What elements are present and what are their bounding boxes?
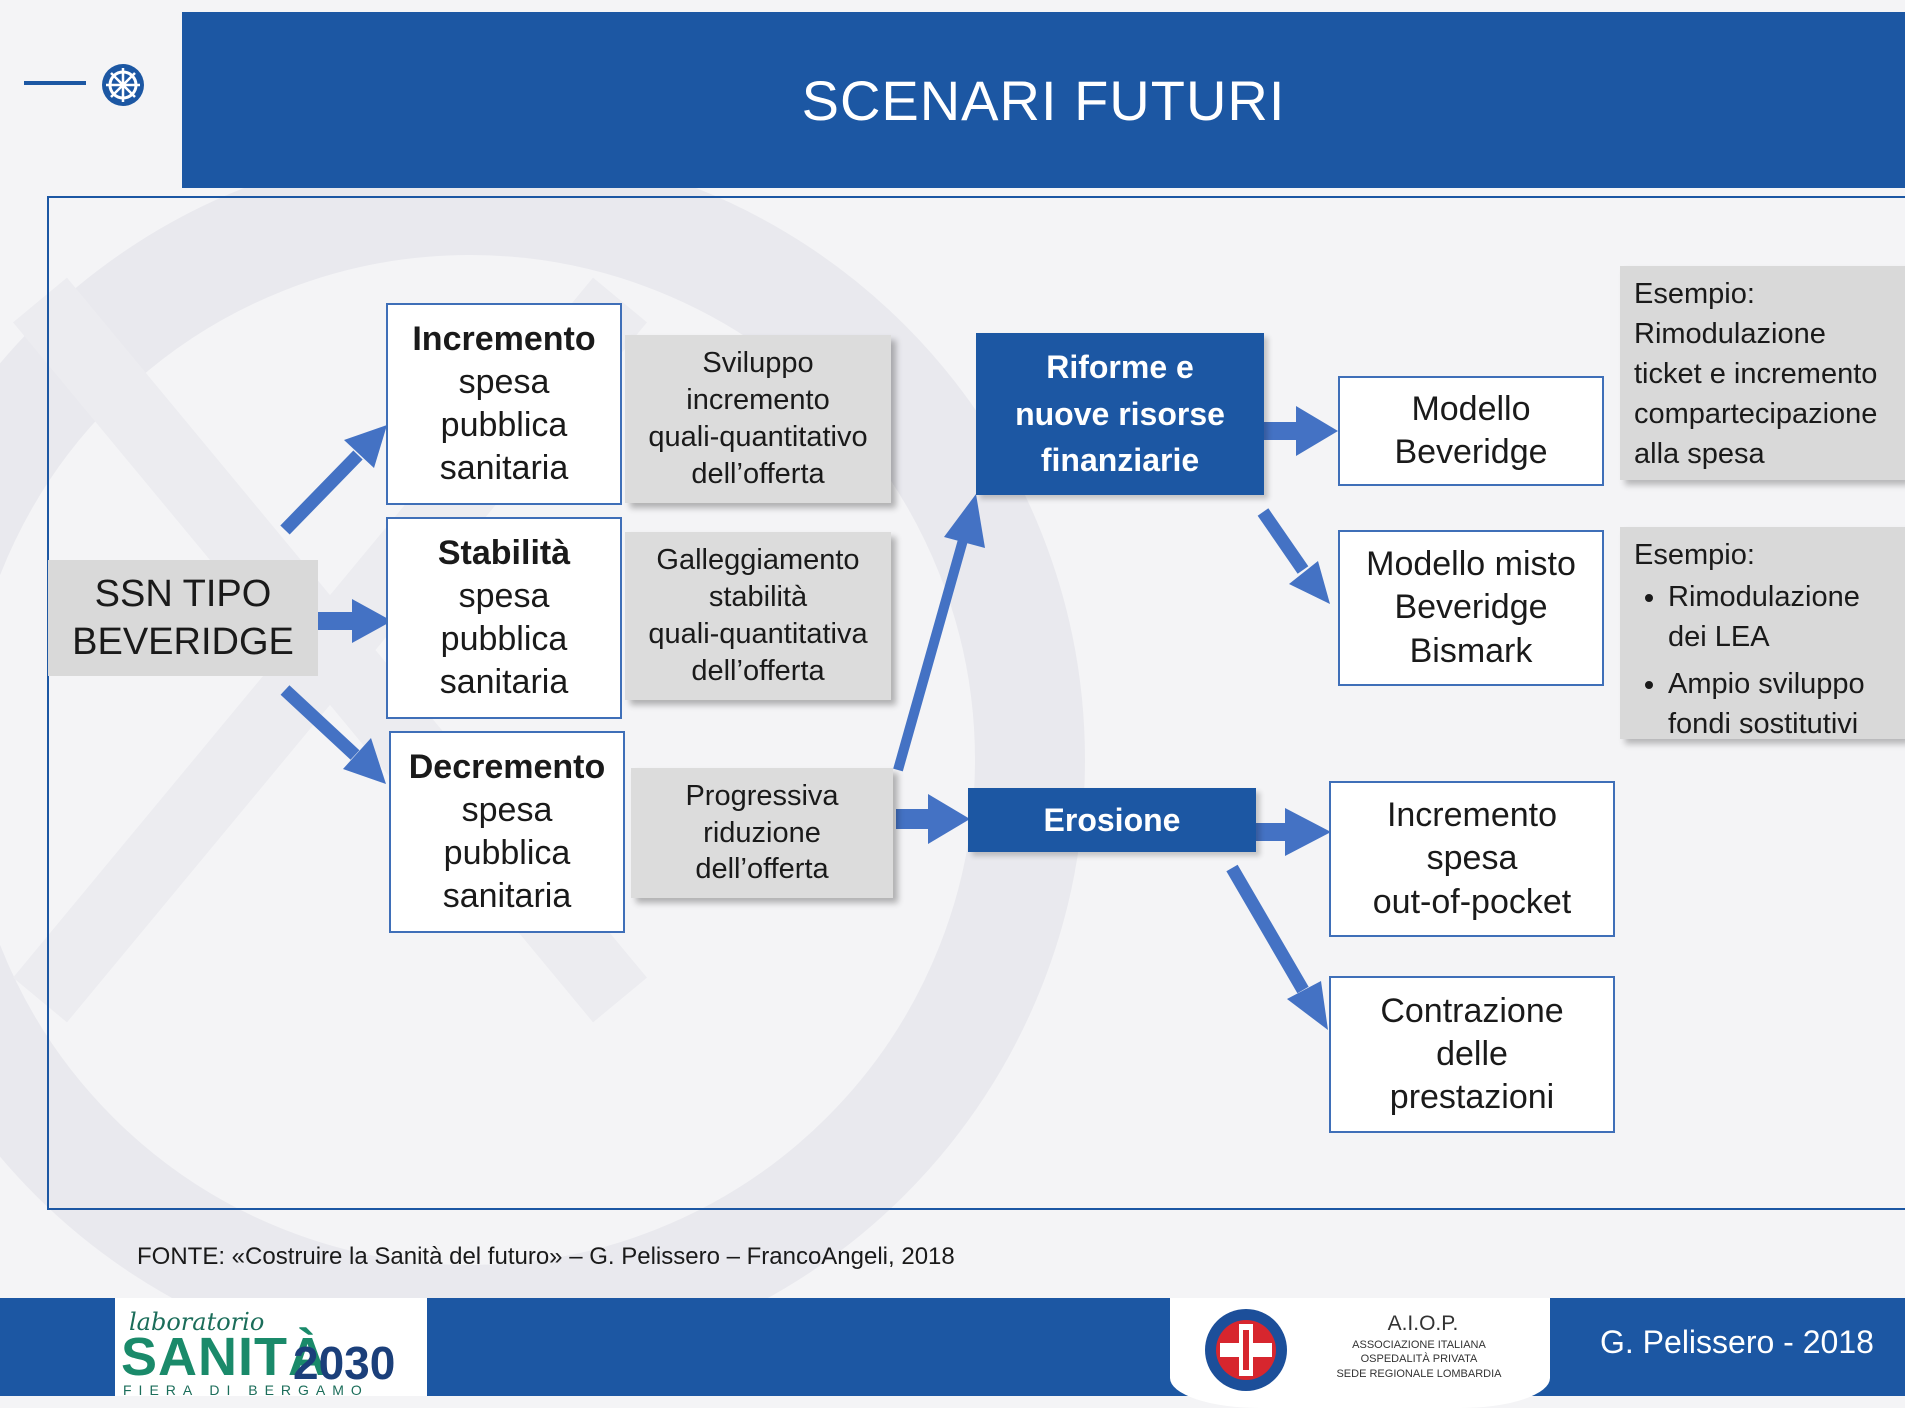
node-line: Progressiva — [685, 779, 839, 812]
node-heading: Decremento — [408, 747, 606, 786]
node-line: dell’offerta — [691, 654, 825, 687]
node-line: Contrazione — [1380, 991, 1564, 1030]
diagram-frame — [47, 196, 1905, 1210]
example-line: alla spesa — [1634, 438, 1765, 471]
node-riduzione-offerta: Progressiva riduzione dell’offerta — [631, 768, 893, 898]
node-line: pubblica — [443, 834, 571, 872]
node-line: dell’offerta — [691, 457, 825, 490]
example-line: ticket e incremento — [1634, 358, 1878, 391]
node-riforme: Riforme e nuove risorse finanziarie — [976, 333, 1264, 495]
node-line: Erosione — [1043, 801, 1181, 838]
event-logo-main: SANITÀ — [121, 1327, 328, 1387]
node-line: Incremento — [1386, 796, 1558, 835]
node-line: incremento — [686, 384, 830, 417]
node-line: stabilità — [708, 581, 808, 614]
node-line: spesa — [1426, 839, 1518, 878]
node-line: Sviluppo — [702, 347, 814, 380]
node-line: pubblica — [440, 406, 568, 444]
event-logo-script: laboratorio — [129, 1308, 265, 1336]
node-line: quali-quantitativo — [648, 421, 868, 453]
node-line: spesa — [461, 790, 553, 829]
node-stabilita-spesa: Stabilità spesa pubblica sanitaria — [386, 517, 622, 719]
example-bullet: Rimodulazione dei LEA — [1668, 577, 1895, 657]
node-line: Beveridge — [1394, 433, 1548, 471]
event-logo-year: 2030 — [293, 1337, 396, 1389]
node-line: Beveridge — [1394, 588, 1548, 627]
node-line: dell’offerta — [695, 853, 829, 886]
node-ssn-beveridge: SSN TIPO BEVERIDGE — [48, 560, 318, 676]
page-title: SCENARI FUTURI — [801, 68, 1286, 132]
example-line: Rimodulazione — [1634, 318, 1826, 351]
emblem-icon — [102, 64, 144, 106]
aiop-cross-icon — [1205, 1309, 1287, 1391]
node-heading: Stabilità — [437, 533, 571, 572]
event-logo-place: FIERA DI BERGAMO — [123, 1382, 369, 1396]
aiop-logo: A.I.O.P. ASSOCIAZIONE ITALIANA OSPEDALIT… — [1170, 1298, 1550, 1408]
node-line: BEVERIDGE — [72, 621, 294, 663]
node-line: Modello misto — [1366, 545, 1576, 584]
example-heading: Esempio: — [1634, 539, 1755, 571]
aiop-subtitle-line: SEDE REGIONALE LOMBARDIA — [1336, 1367, 1502, 1380]
node-galleggiamento-offerta: Galleggiamento stabilità quali-quantitat… — [625, 532, 891, 700]
node-line: Modello — [1411, 389, 1531, 428]
source-citation: FONTE: «Costruire la Sanità del futuro» … — [137, 1243, 955, 1270]
node-line: quali-quantitativa — [648, 618, 868, 650]
aiop-name: A.I.O.P. — [1387, 1312, 1459, 1335]
node-line: spesa — [458, 576, 550, 615]
node-line: riduzione — [703, 816, 821, 849]
node-incremento-spesa: Incremento spesa pubblica sanitaria — [386, 303, 622, 505]
aiop-subtitle: ASSOCIAZIONE ITALIANA OSPEDALITÀ PRIVATA… — [1304, 1338, 1534, 1381]
node-line: finanziarie — [1040, 442, 1200, 479]
event-logo: laboratorio SANITÀ 2030 FIERA DI BERGAMO — [115, 1298, 427, 1396]
example-lea: Esempio: Rimodulazione dei LEA Ampio svi… — [1620, 527, 1905, 740]
node-sviluppo-offerta: Sviluppo incremento quali-quantitativo d… — [625, 335, 891, 503]
node-erosione: Erosione — [968, 788, 1256, 852]
example-bullet: Ampio sviluppo fondi sostitutivi — [1668, 664, 1895, 744]
example-line: compartecipazione — [1634, 398, 1878, 431]
aiop-subtitle-line: ASSOCIAZIONE ITALIANA — [1352, 1339, 1486, 1351]
node-contrazione-prestazioni: Contrazione delle prestazioni — [1329, 976, 1615, 1133]
node-line: pubblica — [440, 620, 568, 658]
node-line: Galleggiamento — [656, 544, 860, 577]
node-line: prestazioni — [1389, 1078, 1555, 1117]
node-line: Bismark — [1409, 631, 1533, 670]
node-line: sanitaria — [442, 877, 572, 916]
node-line: Riforme e — [1046, 349, 1194, 386]
node-line: out-of-pocket — [1372, 882, 1572, 921]
node-out-of-pocket: Incremento spesa out-of-pocket — [1329, 781, 1615, 937]
example-heading: Esempio: — [1634, 278, 1755, 310]
node-line: spesa — [458, 362, 550, 401]
example-ticket: Esempio: Rimodulazione ticket e incremen… — [1620, 266, 1905, 480]
author-credit: G. Pelissero - 2018 — [1600, 1324, 1874, 1360]
node-modello-misto: Modello misto Beveridge Bismark — [1338, 530, 1604, 686]
node-decremento-spesa: Decremento spesa pubblica sanitaria — [389, 731, 625, 933]
node-line: SSN TIPO — [94, 572, 272, 615]
node-heading: Incremento — [412, 319, 596, 358]
node-line: delle — [1436, 1034, 1508, 1073]
node-line: sanitaria — [439, 449, 569, 488]
title-bar: SCENARI FUTURI — [182, 12, 1905, 188]
node-line: nuove risorse — [1015, 395, 1225, 432]
node-modello-beveridge: Modello Beveridge — [1338, 376, 1604, 486]
header-accent-line — [24, 81, 86, 85]
example-bullet-list: Rimodulazione dei LEA Ampio sviluppo fon… — [1634, 577, 1895, 744]
node-line: sanitaria — [439, 663, 569, 702]
aiop-subtitle-line: OSPEDALITÀ PRIVATA — [1360, 1353, 1478, 1366]
